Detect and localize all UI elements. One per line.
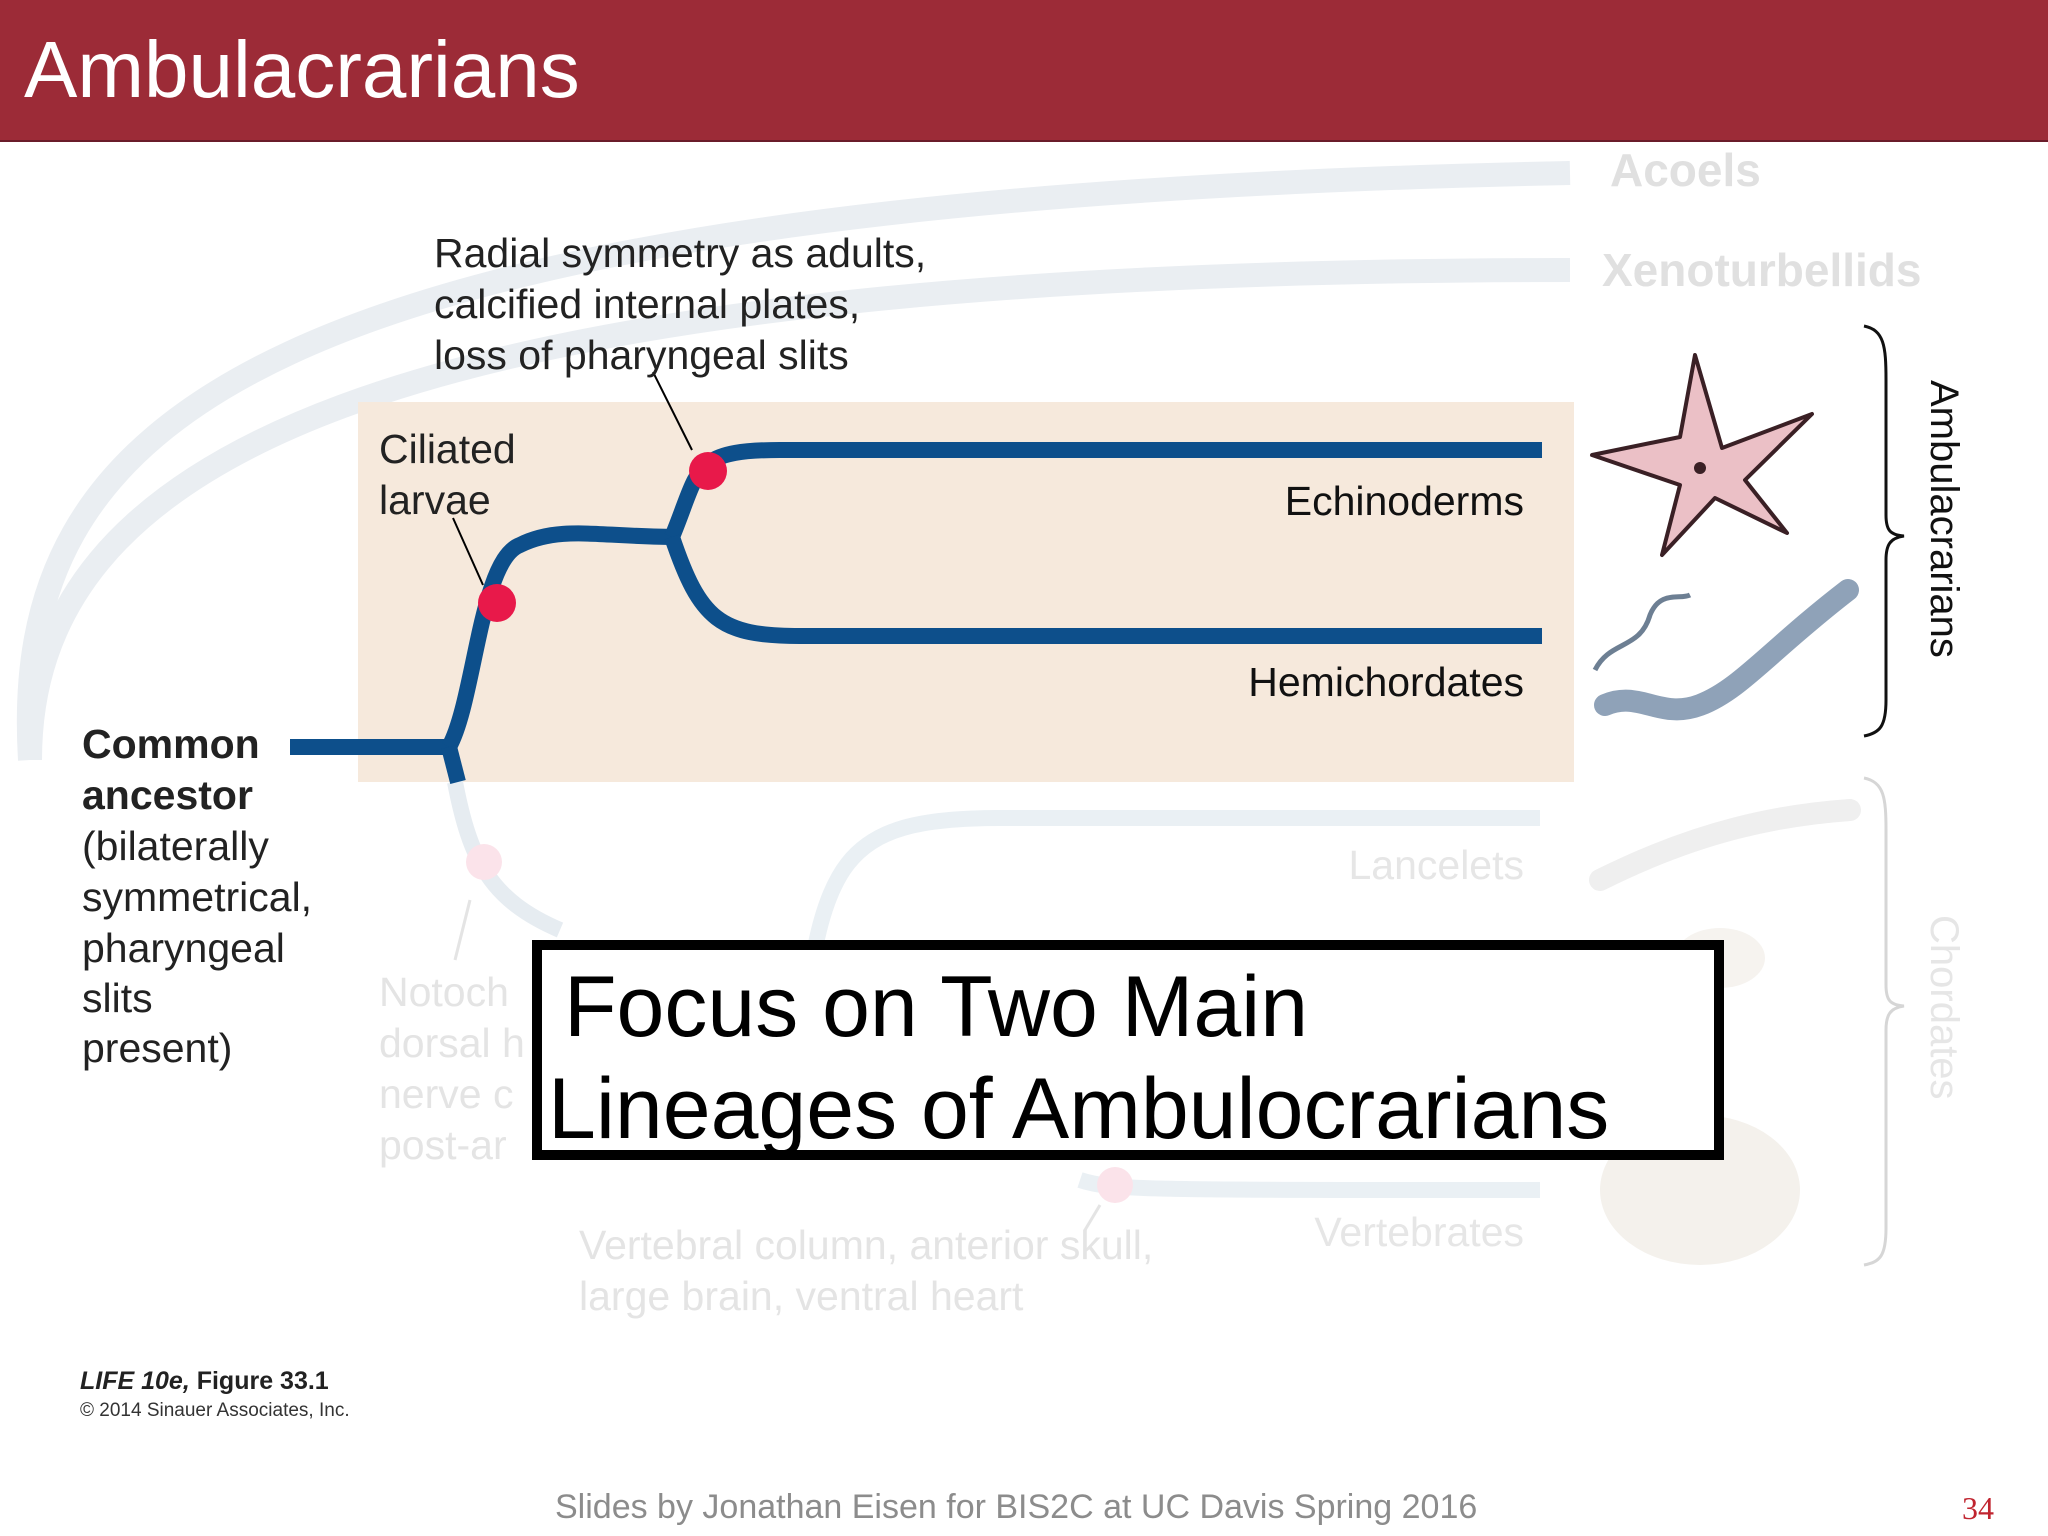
figure-credit-number: Figure 33.1	[189, 1367, 329, 1395]
acoels-branch	[16, 161, 1571, 761]
group-ambulacrarians: Ambulacrarians	[1922, 380, 1966, 658]
page-number: 34	[1962, 1490, 1994, 1526]
root-label-line-6: slits	[82, 975, 153, 1021]
notochord-pointer	[453, 899, 472, 961]
vertebral-node	[1097, 1167, 1133, 1203]
taxon-vertebrates: Vertebrates	[1314, 1209, 1524, 1255]
radial-node	[689, 452, 727, 490]
focus-line-1: Focus on Two Main	[564, 959, 1309, 1055]
root-label: Common ancestor (bilaterally symmetrical…	[82, 721, 323, 1071]
root-label-line-7: present)	[82, 1025, 232, 1071]
vertebral-pointer	[1083, 1204, 1102, 1231]
title-bar: Ambulacrarians	[0, 0, 2048, 142]
acorn-worm-icon	[1594, 579, 1859, 721]
taxon-xenoturbellids: Xenoturbellids	[1602, 244, 1921, 296]
ciliated-label: Ciliated larvae	[379, 426, 527, 523]
ciliated-label-line-1: Ciliated	[379, 426, 516, 472]
radial-pointer	[652, 371, 693, 451]
vertebrates-branch	[1077, 1172, 1541, 1198]
notochord-label-line-1: Notoch	[379, 969, 509, 1015]
notochord-node	[466, 844, 502, 880]
hemichordates-branch	[664, 534, 1542, 644]
taxon-echinoderms: Echinoderms	[1285, 478, 1524, 524]
ciliated-label-line-2: larvae	[379, 477, 491, 523]
ambulacrarian-highlight	[358, 402, 1574, 782]
root-label-line-1: Common	[82, 721, 260, 767]
acorn-worm-tail	[1592, 592, 1692, 672]
group-chordates: Chordates	[1922, 915, 1966, 1100]
notochord-label-line-2: dorsal h	[379, 1020, 525, 1066]
radial-label: Radial symmetry as adults, calcified int…	[434, 230, 938, 378]
taxon-hemichordates: Hemichordates	[1248, 659, 1524, 705]
lancelet-icon	[1589, 799, 1861, 891]
root-down-branch	[441, 745, 466, 784]
notochord-label-line-3: nerve c	[379, 1071, 513, 1117]
sea-star-icon	[1590, 353, 1814, 557]
sea-star-center	[1694, 462, 1706, 474]
root-label-line-2: ancestor	[82, 772, 253, 818]
taxon-lancelets: Lancelets	[1348, 842, 1524, 888]
radial-label-line-2: calcified internal plates,	[434, 281, 860, 327]
radial-label-line-3: loss of pharyngeal slits	[434, 332, 849, 378]
vertebral-label-line-1: Vertebral column, anterior skull,	[579, 1222, 1153, 1268]
root-label-line-4: symmetrical,	[82, 874, 312, 920]
slide-title: Ambulacrarians	[24, 25, 580, 114]
figure-copyright: © 2014 Sinauer Associates, Inc.	[80, 1400, 350, 1421]
vertebral-label: Vertebral column, anterior skull, large …	[579, 1222, 1165, 1319]
vertebral-label-line-2: large brain, ventral heart	[579, 1273, 1024, 1319]
xenoturbellids-branch	[18, 258, 1571, 761]
figure-credit: LIFE 10e, Figure 33.1	[80, 1367, 329, 1396]
focus-line-2: Lineages of Ambulocrarians	[548, 1061, 1610, 1157]
ambulacrarian-stem	[441, 525, 681, 751]
root-label-line-5: pharyngeal	[82, 925, 285, 971]
notochord-label-line-4: post-ar	[379, 1122, 507, 1168]
chordates-bracket	[1863, 776, 1905, 1267]
notochord-label: Notoch dorsal h nerve c post-ar	[379, 969, 536, 1168]
figure-credit-book: LIFE 10e,	[80, 1367, 190, 1395]
ciliated-node	[478, 584, 516, 622]
root-label-line-3: (bilaterally	[82, 823, 269, 869]
ambulacrarians-bracket	[1863, 324, 1905, 738]
focus-callout: Focus on Two Main Lineages of Ambulocrar…	[532, 940, 1724, 1160]
radial-label-line-1: Radial symmetry as adults,	[434, 230, 926, 276]
slide-footer: Slides by Jonathan Eisen for BIS2C at UC…	[555, 1488, 1478, 1526]
taxon-acoels: Acoels	[1610, 144, 1761, 196]
ciliated-pointer	[452, 517, 484, 586]
